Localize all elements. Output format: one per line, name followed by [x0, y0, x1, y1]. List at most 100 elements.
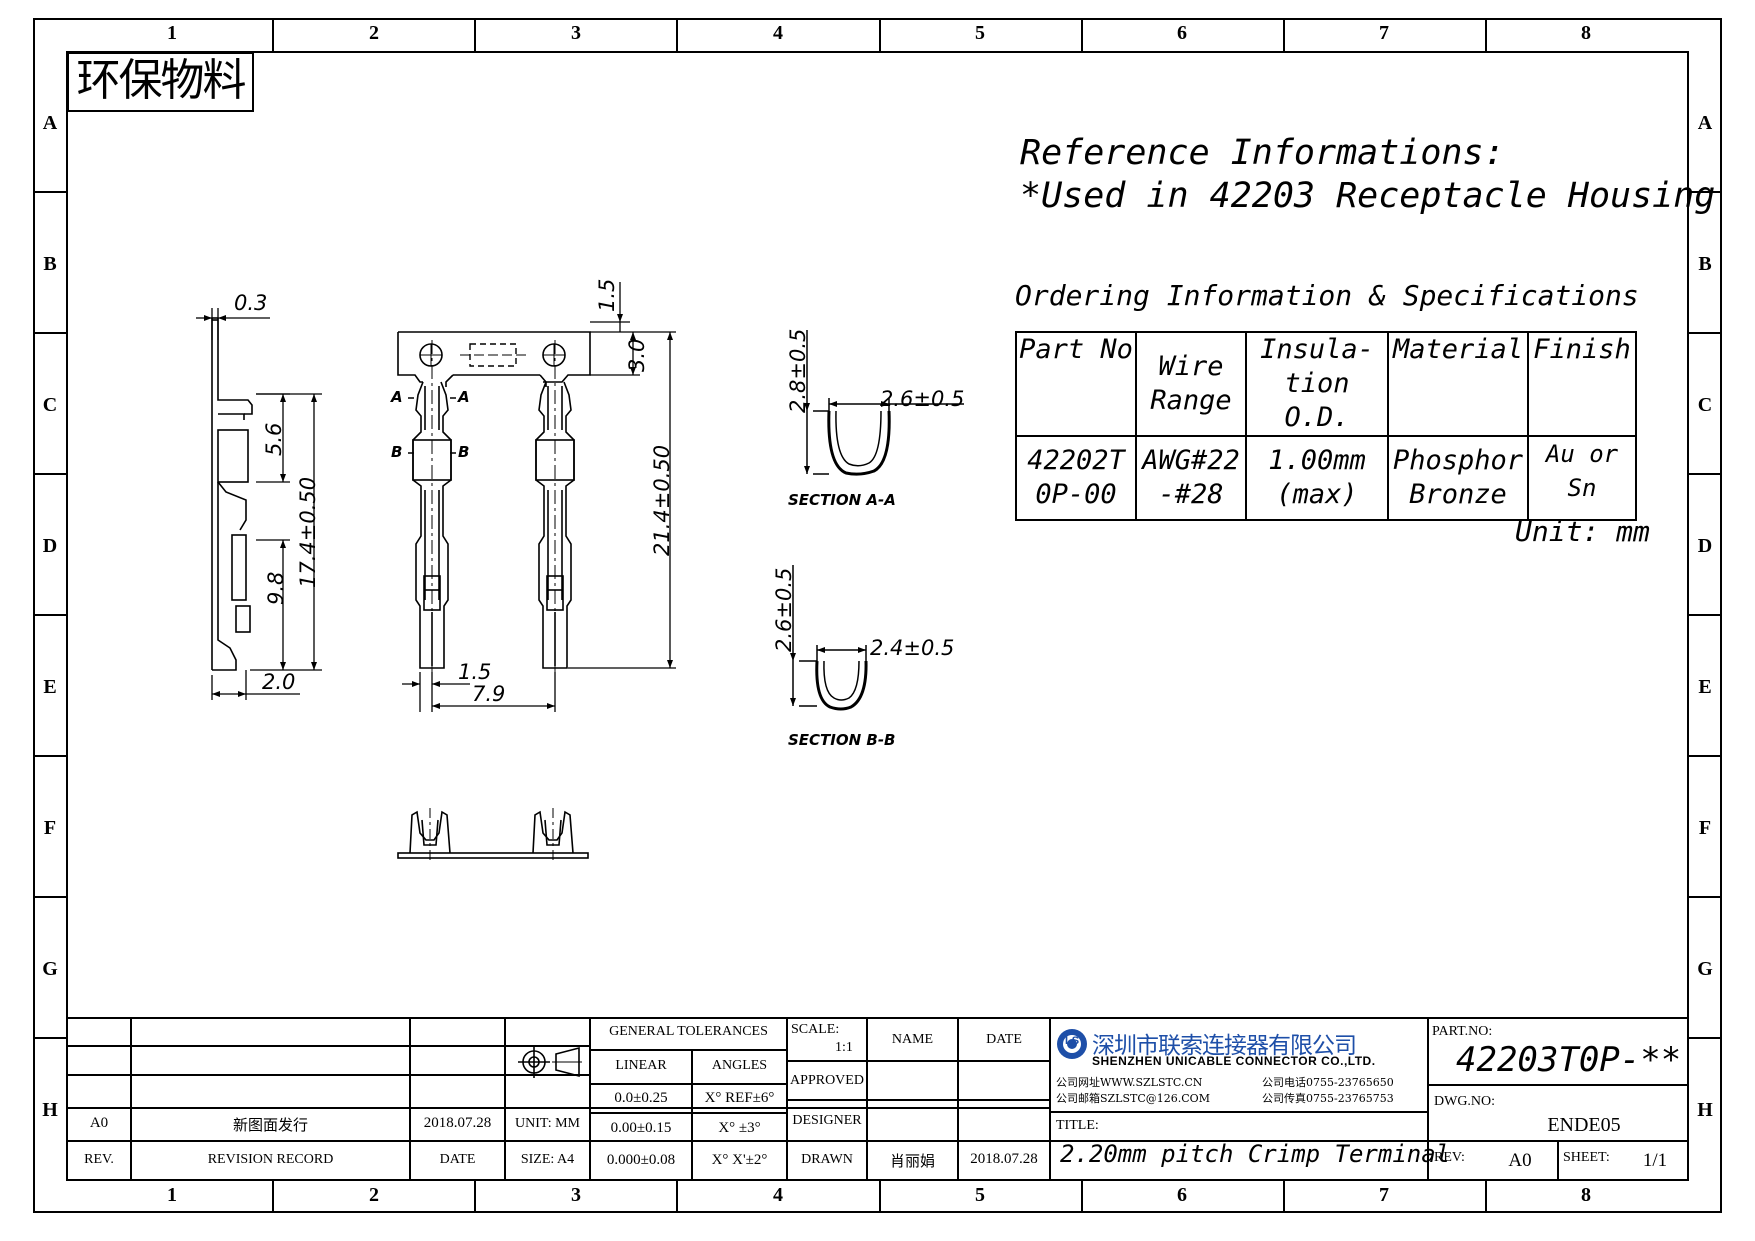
rev-row-rev: A0: [89, 1115, 109, 1131]
section-marker-b-right: B: [458, 443, 470, 461]
unit-label: UNIT: MM: [514, 1116, 581, 1131]
grid-col-3-bottom: 3: [571, 1184, 581, 1206]
approved-label: APPROVED: [790, 1073, 864, 1088]
dim-5-6: 5.6: [262, 422, 286, 456]
section-marker-a-right: A: [458, 388, 470, 406]
dwg-no-value: ENDE05: [1547, 1114, 1621, 1136]
tol-angle-2: X° ±3°: [718, 1120, 761, 1136]
grid-col-4-bottom: 4: [773, 1184, 783, 1206]
company-name-en: SHENZHEN UNICABLE CONNECTOR CO.,LTD.: [1092, 1054, 1376, 1068]
dim-bb-width: 2.4±0.5: [870, 636, 955, 660]
drawn-label: DRAWN: [801, 1152, 853, 1167]
dim-aa-height: 2.8±0.5: [786, 328, 810, 413]
grid-row-h: H: [42, 1099, 58, 1121]
section-bb-label: SECTION B-B: [788, 731, 896, 749]
part-no-value: 42203T0P-**: [1456, 1040, 1682, 1080]
linear-label: LINEAR: [615, 1058, 667, 1073]
grid-col-1: 1: [167, 22, 177, 44]
drawn-date: 2018.07.28: [970, 1151, 1038, 1167]
company-logo-icon: LS: [1064, 1035, 1080, 1047]
size-label: SIZE: A4: [520, 1152, 575, 1167]
drawing-title: 2.20mm pitch Crimp Terminal: [1060, 1140, 1451, 1168]
grid-row-g-right: G: [1697, 958, 1713, 980]
rev-row-date: 2018.07.28: [423, 1115, 492, 1131]
eco-material-stamp: 环保物料: [67, 52, 254, 112]
company-fax: 公司传真0755-23765753: [1262, 1092, 1394, 1105]
dim-3-0: 3.0: [625, 338, 649, 372]
grid-col-7: 7: [1379, 22, 1389, 44]
title-label: TITLE:: [1056, 1118, 1099, 1133]
date-label: DATE: [439, 1152, 476, 1167]
grid-col-5: 5: [975, 22, 985, 44]
tol-angle-3: X° X'±2°: [711, 1152, 768, 1168]
grid-col-6-bottom: 6: [1177, 1184, 1187, 1206]
grid-row-c-right: C: [1697, 394, 1713, 416]
tol-linear-3: 0.000±0.08: [606, 1152, 676, 1168]
grid-row-f: F: [43, 817, 57, 839]
grid-col-8: 8: [1581, 22, 1591, 44]
grid-row-d-right: D: [1697, 535, 1713, 557]
spec-header-part-no: Part No: [1015, 331, 1137, 437]
spec-insulation-od: 1.00mm(max): [1245, 435, 1389, 521]
rev-value: A0: [1508, 1150, 1532, 1171]
grid-row-g: G: [42, 958, 58, 980]
name-label: NAME: [891, 1032, 934, 1047]
grid-row-c: C: [42, 394, 58, 416]
grid-col-4: 4: [773, 22, 783, 44]
grid-row-e: E: [43, 676, 57, 698]
dim-2-0: 2.0: [262, 670, 296, 694]
angles-label: ANGLES: [711, 1058, 768, 1073]
grid-row-e-right: E: [1698, 676, 1712, 698]
dim-21-4: 21.4±0.50: [650, 444, 674, 556]
dim-1-5-top: 1.5: [595, 278, 619, 312]
grid-row-d: D: [42, 535, 58, 557]
grid-col-2-bottom: 2: [369, 1184, 379, 1206]
part-no-label: PART.NO:: [1432, 1024, 1493, 1039]
company-website: 公司网址WWW.SZLSTC.CN: [1056, 1076, 1203, 1089]
dim-bb-height: 2.6±0.5: [772, 567, 796, 652]
dim-7-9: 7.9: [472, 682, 506, 706]
revision-record-label: REVISION RECORD: [207, 1152, 334, 1167]
grid-row-b: B: [43, 253, 57, 275]
grid-row-f-right: F: [1698, 817, 1712, 839]
spec-finish: Au or Sn: [1527, 435, 1637, 521]
unit-note: Unit: mm: [1515, 515, 1650, 548]
grid-row-a-right: A: [1697, 112, 1713, 134]
tol-linear-2: 0.00±0.15: [610, 1120, 672, 1136]
sheet-value: 1/1: [1642, 1150, 1668, 1171]
scale-value: 1:1: [835, 1040, 853, 1055]
rev-label: REV.: [84, 1152, 114, 1167]
company-email: 公司邮箱SZLSTC@126.COM: [1056, 1092, 1210, 1105]
general-tolerances-label: GENERAL TOLERANCES: [609, 1024, 768, 1039]
grid-col-3: 3: [571, 22, 581, 44]
section-aa-label: SECTION A-A: [788, 491, 896, 509]
grid-col-1-bottom: 1: [167, 1184, 177, 1206]
tol-angle-1: X° REF±6°: [704, 1090, 775, 1106]
dim-1-5: 1.5: [458, 660, 492, 684]
dwg-no-label: DWG.NO:: [1434, 1094, 1496, 1109]
rev-label-right: REV:: [1434, 1150, 1465, 1165]
grid-row-b-right: B: [1698, 253, 1712, 275]
spec-header-finish: Finish: [1527, 331, 1637, 437]
spec-header-insulation: Insula-tion O.D.: [1245, 331, 1389, 437]
grid-row-a: A: [42, 112, 58, 134]
spec-wire-range: AWG#22-#28: [1135, 435, 1247, 521]
section-marker-a-left: A: [391, 388, 403, 406]
grid-col-5-bottom: 5: [975, 1184, 985, 1206]
grid-col-2: 2: [369, 22, 379, 44]
dim-thickness: 0.3: [234, 291, 268, 315]
spec-header-material: Material: [1387, 331, 1529, 437]
dim-aa-width: 2.6±0.5: [880, 387, 965, 411]
reference-title: Reference Informations:: [1020, 133, 1505, 173]
sheet-label: SHEET:: [1563, 1150, 1610, 1165]
tol-linear-1: 0.0±0.25: [614, 1090, 668, 1106]
company-phone: 公司电话0755-23765650: [1262, 1076, 1394, 1089]
section-marker-b-left: B: [391, 443, 403, 461]
